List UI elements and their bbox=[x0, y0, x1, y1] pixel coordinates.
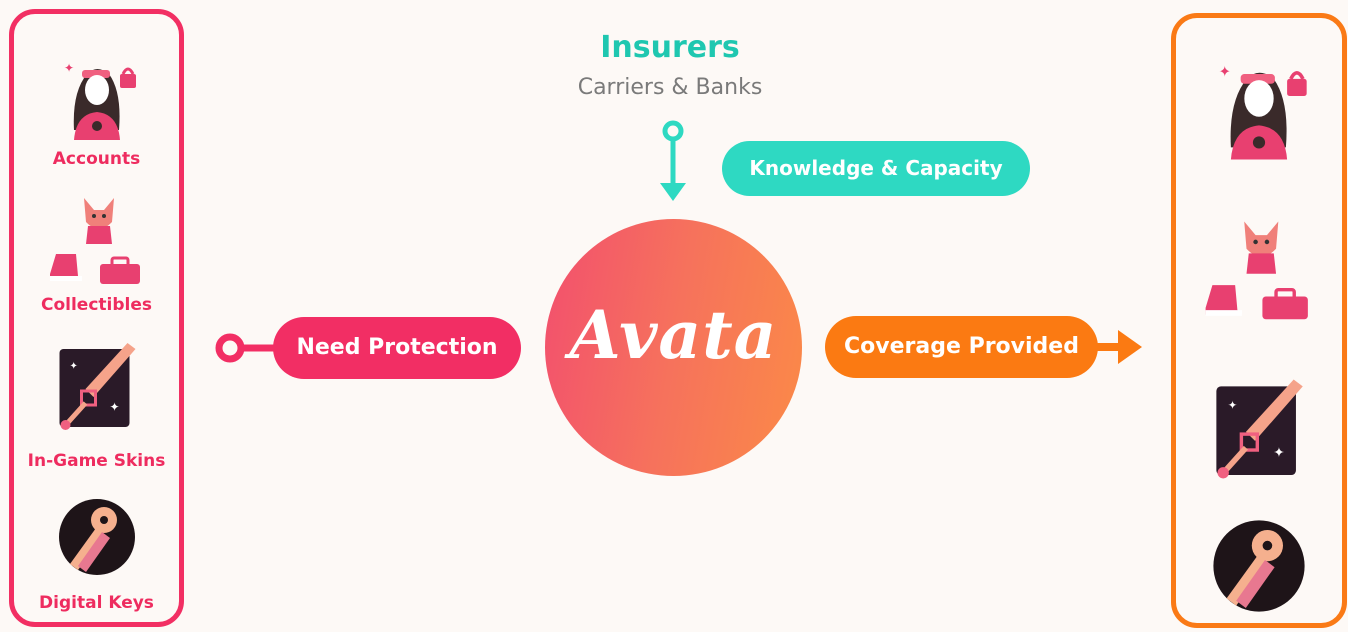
asset-label-digital-keys: Digital Keys bbox=[39, 593, 154, 613]
svg-text:✦: ✦ bbox=[1228, 398, 1238, 412]
asset-label-accounts: Accounts bbox=[52, 149, 141, 169]
need-protection-pill: Need Protection bbox=[273, 317, 521, 379]
sword-icon: ✦ ✦ bbox=[59, 343, 135, 430]
keys-icon bbox=[58, 499, 135, 575]
svg-text:✦: ✦ bbox=[109, 400, 119, 414]
svg-text:✦: ✦ bbox=[69, 361, 77, 372]
user-lock-icon: ✦ bbox=[1219, 63, 1307, 160]
avata-circle bbox=[545, 219, 802, 476]
keys-icon bbox=[1213, 520, 1305, 612]
pink-connector-node bbox=[215, 333, 245, 363]
left-assets-panel: ✦ Accounts Collectibles ✦ ✦ In-Game Skin… bbox=[9, 9, 184, 627]
svg-text:✦: ✦ bbox=[64, 61, 74, 75]
svg-text:✦: ✦ bbox=[1273, 445, 1284, 461]
orange-arrowhead bbox=[1118, 330, 1142, 364]
asset-label-collectibles: Collectibles bbox=[40, 295, 152, 315]
teal-arrowhead bbox=[660, 183, 686, 201]
asset-label-in-game-skins: In-Game Skins bbox=[27, 451, 166, 471]
user-lock-icon: ✦ bbox=[64, 61, 136, 140]
collectibles-icon bbox=[49, 198, 140, 284]
collectibles-icon bbox=[1205, 221, 1308, 320]
insurers-subtitle: Carriers & Banks bbox=[577, 75, 763, 100]
right-assets-panel: ✦ ✦ ✦ bbox=[1171, 13, 1347, 628]
sword-icon: ✦ ✦ bbox=[1216, 379, 1303, 479]
avata-logo: Avata bbox=[569, 296, 778, 374]
svg-text:✦: ✦ bbox=[1219, 63, 1231, 80]
coverage-provided-pill: Coverage Provided bbox=[825, 316, 1098, 378]
teal-connector-node bbox=[662, 120, 684, 142]
insurers-title: Insurers bbox=[600, 30, 740, 65]
knowledge-capacity-pill: Knowledge & Capacity bbox=[722, 141, 1030, 196]
